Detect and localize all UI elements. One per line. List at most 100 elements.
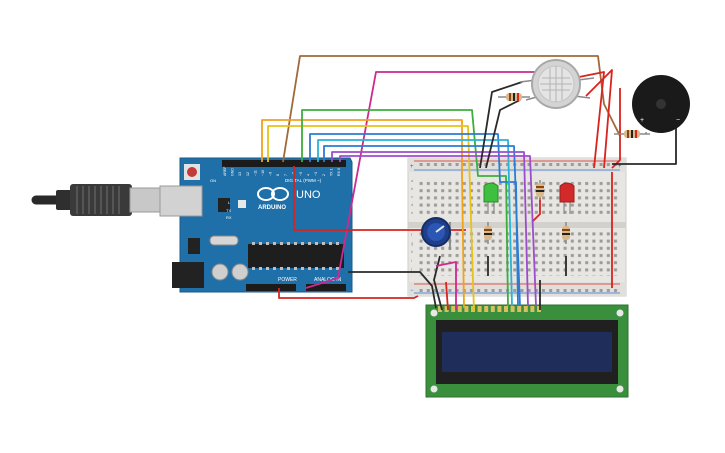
- analog-header[interactable]: [306, 284, 346, 291]
- wire-black-gnd2: [479, 81, 523, 169]
- digital-pin-label: 7: [284, 174, 288, 176]
- digital-pin-label: TX 1: [329, 168, 333, 176]
- wire-brown: [282, 55, 621, 163]
- capacitor: [231, 263, 249, 281]
- digital-pin-label: RX 0: [337, 168, 341, 176]
- rx-led-label: RX: [226, 215, 232, 220]
- resistor-icon[interactable]: [614, 130, 650, 138]
- l-led-label: L: [228, 200, 231, 205]
- led-green-icon[interactable]: [483, 182, 499, 214]
- on-led-label: ON: [210, 178, 216, 183]
- capacitor: [211, 263, 229, 281]
- usb-cable: [31, 184, 161, 216]
- buzzer-icon[interactable]: + −: [632, 75, 690, 134]
- wire-black-gnd: [348, 271, 437, 309]
- usb-port: [159, 185, 203, 217]
- digital-pin-label: ~10: [261, 170, 265, 176]
- lcd-pin[interactable]: [457, 306, 462, 312]
- breadboard-row-letter: a: [411, 178, 414, 183]
- power-header[interactable]: [246, 284, 296, 291]
- breadboard-row-letter: d: [411, 202, 413, 207]
- wire-red-led: [531, 198, 541, 223]
- breadboard-row-letter: h: [411, 249, 413, 254]
- analog-header-label: ANALOG IN: [314, 277, 342, 283]
- reset-button-cap[interactable]: [187, 167, 197, 177]
- wire-black-gnd3: [485, 99, 521, 169]
- smd-led: [238, 200, 246, 208]
- atmega-chip: [248, 244, 344, 268]
- led-red-icon[interactable]: [559, 182, 575, 214]
- power-jack: [172, 262, 204, 288]
- breadboard-row-letter: e: [411, 210, 414, 215]
- digital-pin-label: ~5: [299, 172, 303, 176]
- arduino-logo: [257, 187, 289, 201]
- lcd-pin[interactable]: [504, 306, 508, 312]
- wire-blue2: [323, 145, 521, 307]
- resistor-icon[interactable]: [498, 93, 530, 101]
- wire-red-sensor: [573, 71, 605, 169]
- usb-chip: [218, 198, 230, 212]
- digital-pin-label: AREF: [223, 166, 227, 176]
- lcd-screen: [442, 332, 612, 372]
- rail-plus-label: +: [410, 164, 414, 170]
- digital-pin-label: ~3: [314, 172, 318, 176]
- brand-label: ARDUINO: [258, 205, 286, 211]
- lcd-pin[interactable]: [530, 306, 535, 312]
- resistor-icon[interactable]: [562, 222, 570, 244]
- lcd-pin[interactable]: [523, 306, 528, 312]
- digital-pin-label: 13: [238, 172, 242, 176]
- wire-green: [301, 109, 509, 307]
- lcd-pin[interactable]: [438, 306, 442, 312]
- digital-pin-label: 12: [246, 172, 250, 176]
- lcd-pin[interactable]: [444, 306, 449, 312]
- wire-black-lcd: [433, 255, 443, 311]
- lcd-pin[interactable]: [451, 306, 456, 312]
- lcd-pin[interactable]: [537, 306, 541, 312]
- wire-red-bus: [293, 166, 466, 231]
- tx-led-label: TX: [226, 208, 231, 213]
- digital-header[interactable]: [222, 160, 346, 167]
- wire-red-power: [278, 288, 419, 299]
- wire-yellow: [267, 125, 475, 313]
- digital-pin-label: 8: [276, 174, 280, 176]
- usb-plug-icon: [70, 184, 161, 216]
- lcd-pin-header[interactable]: [438, 306, 541, 312]
- rail-minus-label: −: [410, 288, 414, 294]
- digital-pin-label: ~9: [269, 172, 273, 176]
- breadboard-row-letter: f: [411, 232, 413, 237]
- model-label: UNO: [296, 189, 321, 201]
- breadboard-row-letter: j: [410, 266, 412, 271]
- lcd-pin[interactable]: [464, 306, 469, 312]
- gas-sensor-icon[interactable]: [519, 59, 595, 109]
- arduino-uno-board[interactable]: ARDUINO UNO DIGITAL (PWM ~) POWER ANALOG…: [159, 157, 353, 293]
- lcd-pin[interactable]: [517, 306, 522, 312]
- crystal-oscillator: [209, 235, 239, 246]
- lcd-pin[interactable]: [471, 306, 475, 312]
- lcd-pin[interactable]: [477, 306, 482, 312]
- potentiometer-icon[interactable]: [421, 217, 451, 247]
- wire-magenta-lcd: [435, 261, 457, 310]
- lcd-pin[interactable]: [510, 306, 515, 312]
- wire-magenta: [305, 71, 536, 289]
- regulator: [188, 238, 200, 254]
- breadboard-row-letter: b: [411, 186, 414, 191]
- lcd-display-icon[interactable]: [425, 304, 629, 398]
- digital-pin-label: ~11: [253, 170, 257, 176]
- resistor-icon[interactable]: [536, 180, 544, 200]
- digital-pin-label: GND: [231, 168, 235, 176]
- wire-red-top: [611, 88, 621, 169]
- wire-purple: [331, 151, 529, 307]
- resistor-icon[interactable]: [484, 222, 492, 244]
- wire-red-lcd: [445, 281, 449, 311]
- lcd-pin[interactable]: [497, 306, 502, 312]
- lcd-pin[interactable]: [484, 306, 489, 312]
- digital-header-label: DIGITAL (PWM ~): [285, 178, 322, 183]
- digital-pin-label: 4: [307, 174, 311, 176]
- lcd-pin[interactable]: [490, 306, 495, 312]
- wire-black-buzzer: [612, 116, 677, 165]
- wire-cyan: [317, 139, 513, 307]
- buzzer-plus-label: +: [640, 117, 644, 124]
- breadboard-row-letter: i: [411, 258, 412, 263]
